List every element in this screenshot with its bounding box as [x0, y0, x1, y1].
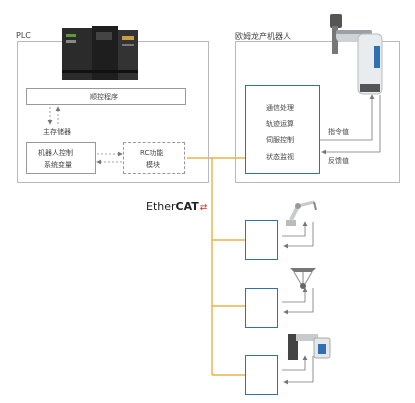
rc-function-module-box — [123, 142, 185, 174]
servo-drive-box-3 — [245, 355, 278, 395]
sequence-program-label: 顺控程序 — [90, 93, 118, 101]
delta-robot-image — [286, 262, 320, 292]
robot-title: 欧姆龙产机器人 — [235, 32, 291, 41]
plc-hardware-image — [60, 22, 140, 82]
ethercat-bus — [187, 157, 245, 376]
robot-function-2: 轨迹运算 — [266, 120, 294, 128]
robot-function-4: 状态监视 — [266, 153, 294, 161]
robot-system-vars-line1: 机器人控制 — [38, 149, 73, 157]
command-value-label: 指令值 — [328, 128, 349, 136]
ethercat-suffix: CAT — [175, 200, 199, 213]
ethercat-prefix: Ether — [146, 200, 176, 213]
omron-robot-image — [328, 8, 390, 98]
rc-function-line1: RC功能 — [140, 149, 164, 157]
ethercat-arrow-icon: ⇄ — [199, 203, 208, 213]
robot-frame — [235, 41, 400, 183]
robot-controller-box — [245, 85, 320, 174]
robot-system-vars-box — [26, 142, 96, 174]
feedback-value-label: 反馈值 — [328, 157, 349, 165]
sequence-program-box — [26, 88, 186, 105]
robot-function-1: 通信处理 — [266, 104, 294, 112]
scara-robot-image — [286, 326, 334, 362]
ethercat-logo: EtherCAT⇄ — [146, 200, 207, 213]
rc-function-line2: 模块 — [146, 161, 160, 169]
articulated-robot-image — [282, 196, 322, 228]
plc-title: PLC — [16, 31, 31, 40]
servo-drive-box-2 — [245, 288, 278, 328]
robot-system-vars-line2: 系统变量 — [44, 161, 72, 169]
robot-function-3: 伺服控制 — [266, 136, 294, 144]
main-memory-label: 主存储器 — [43, 128, 71, 136]
servo-drive-box-1 — [245, 220, 278, 260]
